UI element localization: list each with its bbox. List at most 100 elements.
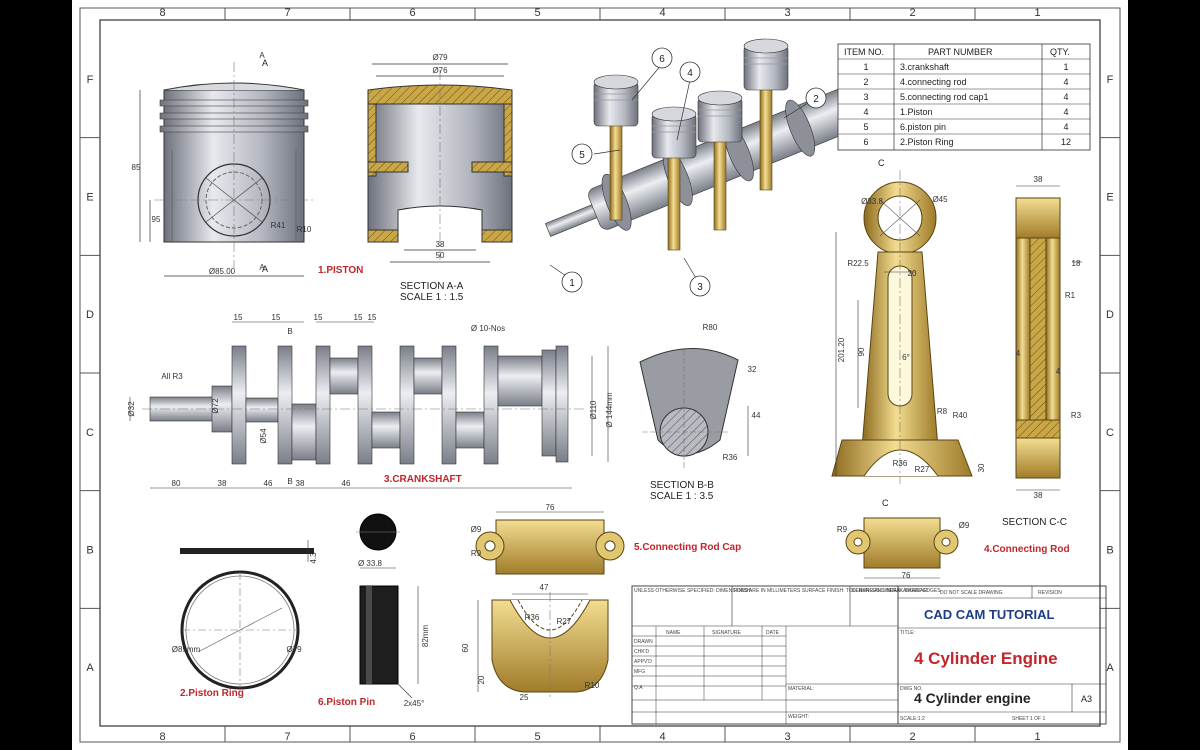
dimension-bb: 32 bbox=[748, 365, 757, 374]
tb-row-label: Q.A bbox=[634, 685, 643, 691]
dimension-piston: A bbox=[259, 263, 265, 272]
rod-cap-label: 5.Connecting Rod Cap bbox=[634, 542, 741, 553]
dimension-piston: R10 bbox=[297, 225, 312, 234]
zone-col-label: 5 bbox=[534, 7, 540, 19]
tb-row-label: MFG bbox=[634, 669, 645, 675]
tb-scale: SCALE:1:2 bbox=[900, 716, 925, 722]
tb-title-label: TITLE: bbox=[900, 630, 915, 636]
tb-col-name: NAME bbox=[666, 630, 681, 636]
tb-sheet: SHEET 1 OF 1 bbox=[1012, 716, 1045, 722]
dimension-rod: R40 bbox=[953, 411, 968, 420]
dimension-cap: 25 bbox=[520, 693, 529, 702]
zone-col-label: 4 bbox=[659, 731, 665, 743]
dimension-crank: Ø 144mm bbox=[605, 392, 614, 427]
dimension-rod: R8 bbox=[937, 407, 948, 416]
bom-table bbox=[837, 43, 1091, 151]
zone-col-label: 6 bbox=[409, 731, 415, 743]
tb-finish: FINISH: bbox=[734, 588, 752, 594]
dimension-rod: Ø33.8 bbox=[861, 197, 883, 206]
zone-col-label: 2 bbox=[909, 731, 915, 743]
zone-col-label: 3 bbox=[784, 7, 790, 19]
bom-item-no: 2 bbox=[863, 77, 868, 87]
zone-col-label: 3 bbox=[784, 731, 790, 743]
company-name: CAD CAM TUTORIAL bbox=[924, 607, 1055, 622]
dimension-rod: 4 bbox=[1056, 367, 1061, 376]
bom-header-item: ITEM NO. bbox=[844, 47, 884, 57]
balloon-number: 2 bbox=[813, 94, 819, 105]
zone-row-label: F bbox=[87, 74, 94, 86]
balloon-number: 1 bbox=[569, 278, 575, 289]
section-bb-label: SECTION B-B bbox=[650, 480, 714, 491]
piston-ring-view bbox=[180, 540, 314, 690]
bom-part-number: 3.crankshaft bbox=[900, 62, 950, 72]
dimension-rod: R22.5 bbox=[847, 259, 869, 268]
bom-item-no: 1 bbox=[863, 62, 868, 72]
dimension-cap: 60 bbox=[461, 643, 470, 652]
bom-qty: 4 bbox=[1063, 77, 1068, 87]
section-bb-view bbox=[639, 348, 749, 470]
zone-row-label: E bbox=[1106, 192, 1113, 204]
tb-material: MATERIAL: bbox=[788, 686, 814, 692]
bom-part-number: 5.connecting rod cap1 bbox=[900, 92, 989, 102]
dimension-crank: B bbox=[287, 327, 292, 336]
balloon-number: 5 bbox=[579, 150, 585, 161]
dimension-pin: 82mm bbox=[421, 625, 430, 648]
tb-weight: WEIGHT: bbox=[788, 714, 809, 720]
dimension-rod: 38 bbox=[1034, 175, 1043, 184]
sheet-size: A3 bbox=[1081, 694, 1092, 704]
bom-header-qty: QTY. bbox=[1050, 47, 1070, 57]
dimension-crank: 15 bbox=[314, 313, 323, 322]
bom-qty: 4 bbox=[1063, 122, 1068, 132]
tb-dwg-label: DWG NO. bbox=[900, 686, 923, 692]
piston-pin-view bbox=[356, 513, 419, 699]
section-letter-c-top: C bbox=[878, 158, 885, 168]
dimension-crank: Ø110 bbox=[589, 400, 598, 420]
piston-view bbox=[139, 62, 316, 277]
bom-qty: 4 bbox=[1063, 92, 1068, 102]
dimension-rod: Ø9 bbox=[959, 521, 970, 530]
zone-row-label: F bbox=[1107, 74, 1114, 86]
dimension-crank: 46 bbox=[264, 479, 273, 488]
balloon-number: 4 bbox=[687, 68, 693, 79]
bom-qty: 12 bbox=[1061, 137, 1071, 147]
bom-item-no: 4 bbox=[863, 107, 868, 117]
dimension-rod: 76 bbox=[902, 571, 911, 580]
dimension-pin: Ø 33.8 bbox=[358, 559, 383, 568]
dimension-rod: 30 bbox=[977, 463, 986, 472]
tb-deburr: DEBURR AND BREAK SHARP EDGES bbox=[852, 588, 941, 594]
piston-label: 1.PISTON bbox=[318, 265, 363, 276]
balloon-number: 3 bbox=[697, 282, 703, 293]
rod-cap-front bbox=[477, 592, 609, 700]
dimension-bb: 44 bbox=[752, 411, 761, 420]
rod-cap-small bbox=[845, 517, 959, 579]
dimension-rod: 20 bbox=[908, 269, 917, 278]
zone-col-label: 2 bbox=[909, 7, 915, 19]
dimension-cap: R9 bbox=[471, 549, 482, 558]
dimension-piston: 38 bbox=[436, 240, 445, 249]
dimension-cap: R10 bbox=[585, 681, 600, 690]
dimension-crank: Ø 10-Nos bbox=[471, 324, 505, 333]
tb-do-not-scale: DO NOT SCALE DRAWING bbox=[940, 590, 1003, 596]
dimension-crank: Ø54 bbox=[259, 428, 268, 444]
connecting-rod-label: 4.Connecting Rod bbox=[984, 544, 1070, 555]
zone-row-label: A bbox=[86, 662, 94, 674]
engine-assembly bbox=[544, 38, 887, 286]
balloon-number: 6 bbox=[659, 54, 665, 65]
section-aa-scale: SCALE 1 : 1.5 bbox=[400, 292, 464, 303]
zone-row-label: B bbox=[86, 545, 93, 557]
section-letter-a-bottom: A bbox=[262, 264, 268, 274]
tb-col-signature: SIGNATURE bbox=[712, 630, 741, 636]
dimension-piston: 85 bbox=[132, 163, 141, 172]
dimension-rod: 6° bbox=[902, 353, 910, 362]
section-letter-a-top: A bbox=[262, 58, 268, 68]
dimension-ring: Ø79 bbox=[286, 645, 302, 654]
connecting-rod-view bbox=[831, 170, 973, 484]
dimension-ring: Ø85mm bbox=[172, 645, 201, 654]
piston-pin-label: 6.Piston Pin bbox=[318, 697, 375, 708]
zone-row-label: A bbox=[1106, 662, 1114, 674]
dimension-ring: 4.3 bbox=[309, 552, 318, 564]
balloon-circle bbox=[805, 87, 827, 109]
balloon-circle bbox=[679, 61, 701, 83]
